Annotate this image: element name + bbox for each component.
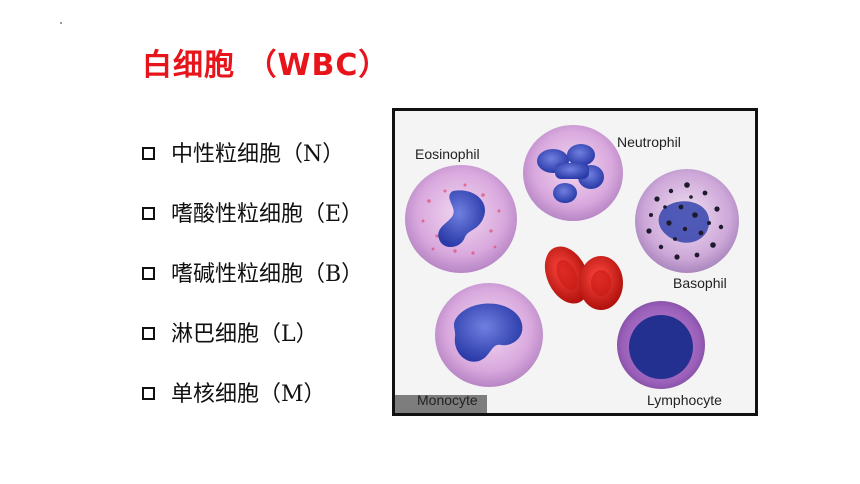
label-lymphocyte: Lymphocyte xyxy=(647,392,722,408)
hollow-square-bullet-icon xyxy=(142,326,155,340)
list-item: 淋巴细胞（L） xyxy=(142,302,363,362)
hollow-square-bullet-icon xyxy=(142,206,155,220)
list-item-label: 嗜碱性粒细胞（B） xyxy=(171,262,364,287)
list-item: 嗜酸性粒细胞（E） xyxy=(142,182,363,242)
hollow-square-bullet-icon xyxy=(142,266,155,280)
red-blood-cells xyxy=(544,246,623,310)
list-item-label: 单核细胞（M） xyxy=(171,382,326,407)
blood-cells-svg: Eosinophil Neutrophil Basophil Monocyte … xyxy=(395,111,755,413)
label-basophil: Basophil xyxy=(673,275,727,291)
hollow-square-bullet-icon xyxy=(142,146,155,160)
list-item-label: 嗜酸性粒细胞（E） xyxy=(171,202,364,227)
cell-type-list: 中性粒细胞（N） 嗜酸性粒细胞（E） 嗜碱性粒细胞（B） 淋巴细胞（L） 单核细… xyxy=(142,122,363,422)
label-neutrophil: Neutrophil xyxy=(617,134,681,150)
label-eosinophil: Eosinophil xyxy=(415,146,480,162)
label-monocyte: Monocyte xyxy=(417,392,478,408)
monocyte-cell xyxy=(435,283,543,387)
blood-cells-illustration: Eosinophil Neutrophil Basophil Monocyte … xyxy=(392,108,758,416)
corner-dot xyxy=(60,22,62,24)
list-item: 中性粒细胞（N） xyxy=(142,122,363,182)
list-item-label: 中性粒细胞（N） xyxy=(171,142,345,167)
basophil-cell xyxy=(635,169,739,273)
list-item: 嗜碱性粒细胞（B） xyxy=(142,242,363,302)
list-item: 单核细胞（M） xyxy=(142,362,363,422)
eosinophil-cell xyxy=(405,165,517,273)
slide-title: 白细胞 （WBC） xyxy=(142,48,390,83)
neutrophil-cell xyxy=(523,125,623,221)
lymphocyte-cell xyxy=(617,301,705,389)
hollow-square-bullet-icon xyxy=(142,386,155,400)
list-item-label: 淋巴细胞（L） xyxy=(171,322,318,347)
